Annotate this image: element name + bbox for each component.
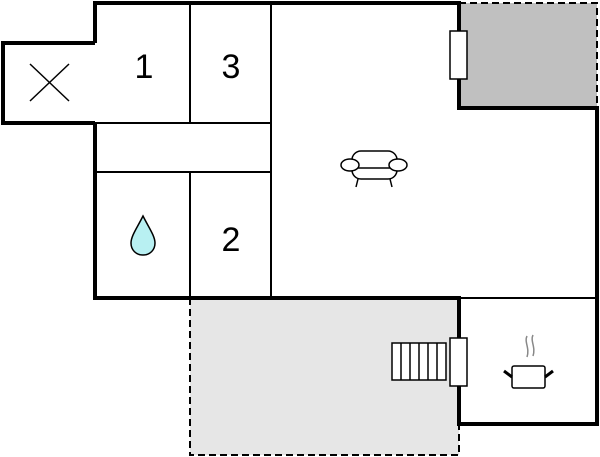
balcony-area <box>459 3 597 108</box>
interior-walls <box>95 3 597 299</box>
balcony-dashed-border <box>459 2 598 108</box>
stairs-icon <box>391 342 447 381</box>
x-mark-icon <box>29 63 70 102</box>
room-label-1: 1 <box>135 48 154 86</box>
exterior-walls <box>1 1 599 426</box>
cooking-pot-icon <box>503 334 554 389</box>
balcony-door-icon <box>449 30 468 80</box>
terrace-door-icon <box>449 337 468 387</box>
room-label-3: 3 <box>222 48 241 86</box>
terrace-dashed-border <box>189 298 460 456</box>
water-drop-icon <box>130 214 156 256</box>
room-label-2: 2 <box>222 221 241 259</box>
sofa-icon <box>340 150 408 188</box>
